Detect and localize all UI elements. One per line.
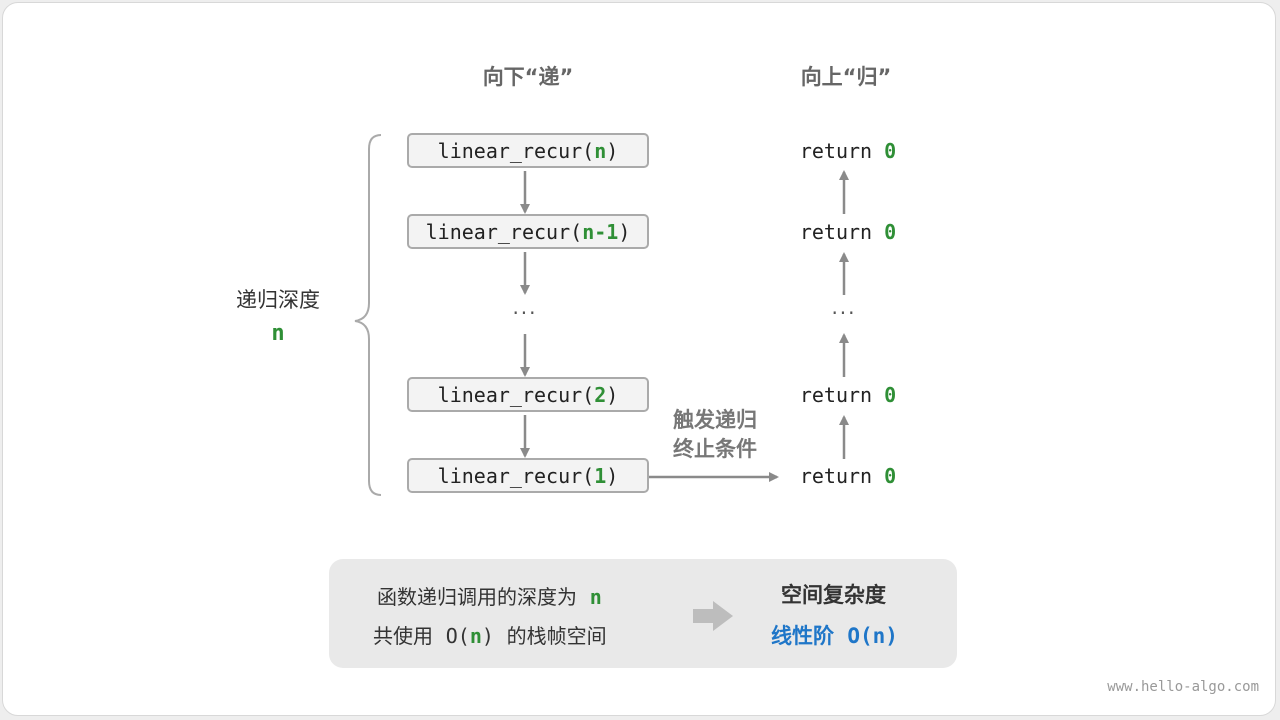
return-keyword: return [799,463,873,488]
trigger-line-1: 触发递归 [673,408,757,432]
call-box-n: linear_recur(n) [407,133,649,168]
call-prefix: linear_recur( [437,382,595,407]
call-prefix: linear_recur( [437,463,595,488]
summary-line-2-post: 的栈帧空间 [506,624,607,648]
call-prefix: linear_recur( [425,219,583,244]
trigger-line-2: 终止条件 [673,437,757,461]
summary-line-2-var: n [469,624,482,648]
return-row-third: return 0 [763,377,933,412]
return-row-second: return 0 [763,214,933,249]
summary-title: 空间复杂度 [781,583,886,607]
depth-brace [354,134,382,496]
return-value: 0 [884,463,897,488]
return-value: 0 [884,219,897,244]
summary-line-1: 函数递归调用的深度为 n [377,581,602,610]
call-box-2: linear_recur(2) [407,377,649,412]
summary-value: 线性阶 O(n) [771,620,898,650]
header-up: 向上“归” [800,65,892,89]
call-suffix: ) [606,382,619,407]
return-keyword: return [799,382,873,407]
return-value: 0 [884,382,897,407]
arrow-layer [354,134,849,496]
summary-line-2: 共使用 O(n) 的栈帧空间 [373,620,607,649]
summary-value-bigo: O(n) [847,624,898,648]
trigger-label: 触发递归 终止条件 [655,406,775,464]
call-suffix: ) [606,463,619,488]
call-arg: n [594,138,607,163]
return-value: 0 [884,138,897,163]
return-keyword: return [799,138,873,163]
call-prefix: linear_recur( [437,138,595,163]
summary-panel: 函数递归调用的深度为 n 共使用 O(n) 的栈帧空间 空间复杂度 线性阶 O(… [329,559,957,668]
call-box-1: linear_recur(1) [407,458,649,493]
call-box-n-minus-1: linear_recur(n-1) [407,214,649,249]
call-arg: 1 [594,463,607,488]
depth-value: n [271,321,285,346]
summary-line-2-pre: 共使用 [373,624,433,648]
header-down: 向下“递” [482,65,574,89]
return-row-top: return 0 [763,133,933,168]
summary-line-2-o-open: O( [445,624,470,648]
call-arg: 2 [594,382,607,407]
call-ellipsis: ··· [512,301,538,325]
summary-value-text: 线性阶 [771,624,834,648]
return-keyword: return [799,219,873,244]
call-arg: n-1 [582,219,619,244]
summary-line-1-text: 函数递归调用的深度为 [377,585,577,609]
summary-line-1-var: n [589,585,602,609]
depth-label: 递归深度 [236,288,320,312]
summary-line-2-o-close: ) [481,624,494,648]
call-suffix: ) [618,219,631,244]
arrow-right-icon [693,601,733,631]
return-ellipsis: ··· [831,301,857,325]
call-suffix: ) [606,138,619,163]
watermark: www.hello-algo.com [1107,679,1259,695]
return-row-base: return 0 [763,458,933,493]
